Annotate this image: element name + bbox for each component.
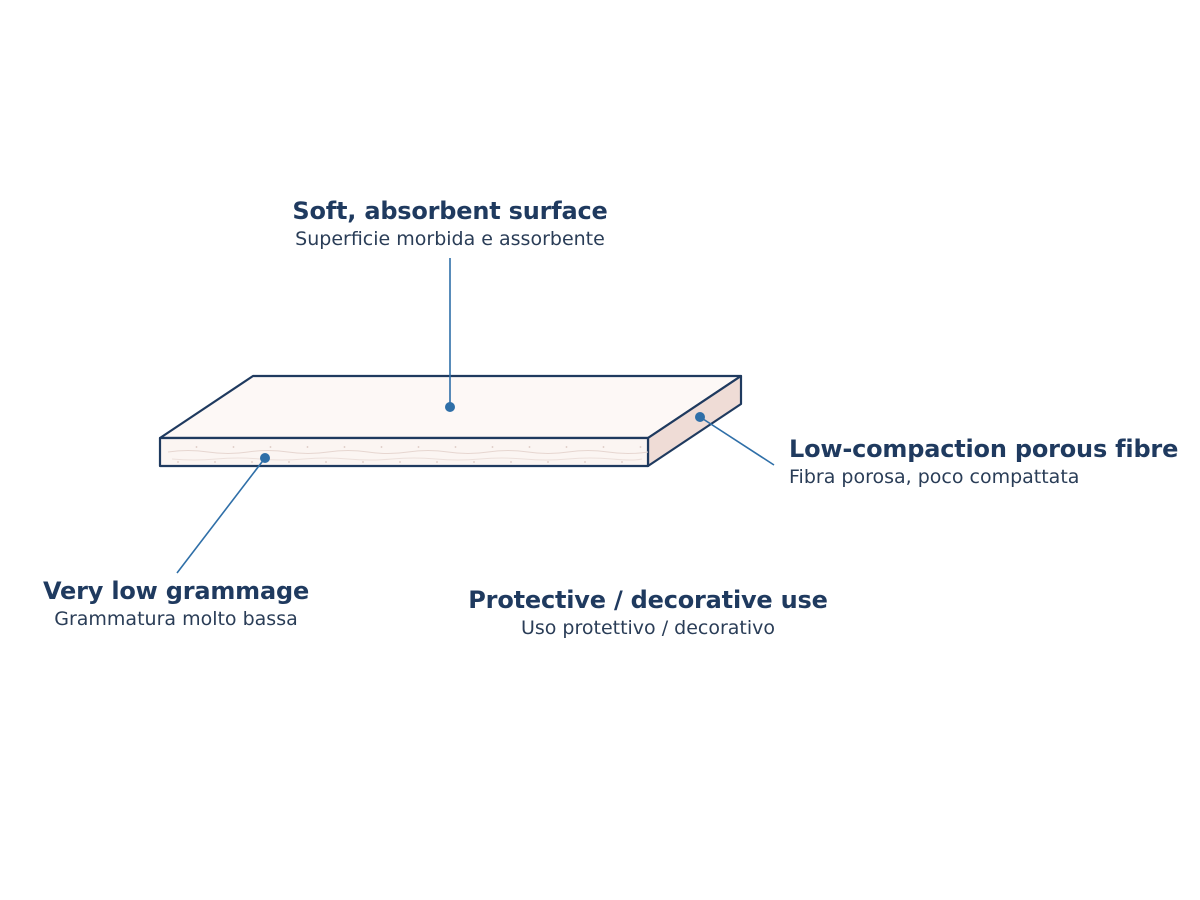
leader-dot-surface — [445, 402, 455, 412]
leader-line-grammage — [176, 457, 266, 574]
fibre-speck — [177, 461, 179, 463]
fibre-speck — [621, 461, 623, 463]
fibre-speck — [436, 461, 438, 463]
fibre-speck — [251, 461, 253, 463]
callout-grammage-subtitle: Grammatura molto bassa — [54, 608, 298, 630]
callout-fibre-subtitle: Fibra porosa, poco compattata — [789, 466, 1080, 488]
fibre-speck — [306, 446, 309, 448]
callout-surface-title: Soft, absorbent surface — [292, 197, 608, 225]
fibre-speck — [214, 461, 216, 463]
fibre-speck — [639, 446, 642, 448]
leader-dot-fibre — [695, 412, 705, 422]
callout-use-title: Protective / decorative use — [468, 586, 828, 614]
callout-use: Protective / decorative use Uso protetti… — [468, 585, 828, 641]
fibre-speck — [602, 446, 605, 448]
callout-surface-subtitle: Superficie morbida e assorbente — [295, 228, 605, 250]
fibre-speck — [528, 446, 531, 448]
fibre-speck — [510, 461, 512, 463]
fibre-speck — [362, 461, 364, 463]
fibre-speck — [399, 461, 401, 463]
callout-grammage: Very low grammage Grammatura molto bassa — [43, 576, 309, 632]
leader-line-fibre — [699, 416, 775, 466]
fibre-speck — [565, 446, 568, 448]
fibre-speck — [547, 461, 549, 463]
fibre-speck — [454, 446, 457, 448]
fibre-texture-line — [167, 450, 649, 454]
fibre-speck — [417, 446, 420, 448]
fibre-speck — [269, 446, 272, 448]
fibre-speck — [288, 461, 290, 463]
fibre-speck — [325, 461, 327, 463]
fibre-speck — [232, 446, 235, 448]
callout-surface: Soft, absorbent surface Superficie morbi… — [292, 196, 607, 252]
fibre-speck — [473, 461, 475, 463]
fibre-texture-line — [171, 457, 643, 461]
fibre-speck — [380, 446, 383, 448]
fibre-speck — [491, 446, 494, 448]
leader-dot-grammage — [260, 453, 270, 463]
fibre-speck — [195, 446, 198, 448]
callout-fibre: Low-compaction porous fibre Fibra porosa… — [789, 434, 1178, 490]
fibre-speck — [343, 446, 346, 448]
sheet-front-face — [158, 436, 650, 468]
callout-grammage-title: Very low grammage — [42, 577, 310, 605]
fibre-speck — [584, 461, 586, 463]
callout-fibre-title: Low-compaction porous fibre — [789, 435, 1179, 463]
callout-use-subtitle: Uso protettivo / decorativo — [520, 617, 776, 639]
fibre-dots — [177, 446, 642, 463]
